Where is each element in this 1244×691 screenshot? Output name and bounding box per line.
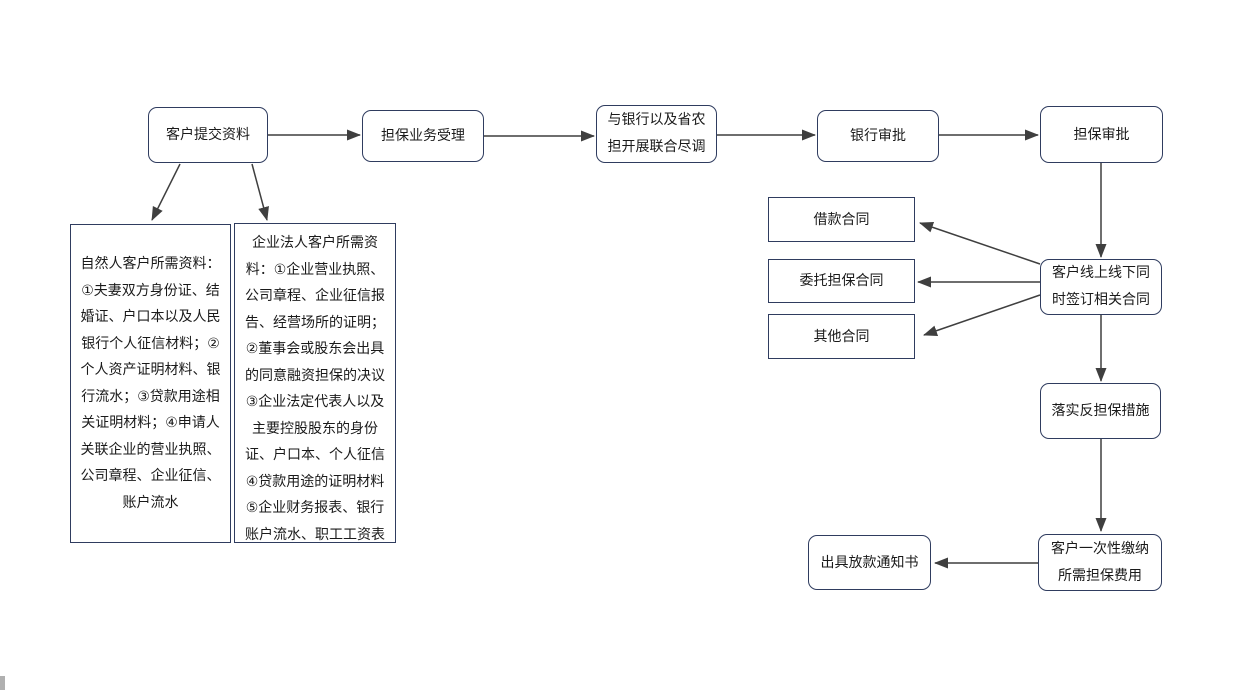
arrow-submit-to-natural xyxy=(151,163,181,221)
arrow-submit-to-enterprise xyxy=(251,163,269,221)
node-customer-submit: 客户提交资料 xyxy=(148,107,268,163)
node-pay-guarantee-fee: 客户一次性缴纳 所需担保费用 xyxy=(1038,534,1162,591)
node-bank-approval: 银行审批 xyxy=(817,110,939,162)
node-implement-counter-guarantee: 落实反担保措施 xyxy=(1040,383,1161,439)
node-guarantee-approval: 担保审批 xyxy=(1040,106,1163,163)
node-loan-contract: 借款合同 xyxy=(768,197,915,242)
textbox-natural-person-materials: 自然人客户所需资料： ①夫妻双方身份证、结 婚证、户口本以及人民 银行个人征信材… xyxy=(70,224,231,543)
node-joint-due-diligence: 与银行以及省农 担开展联合尽调 xyxy=(596,105,717,163)
page-edge-mark xyxy=(0,676,5,690)
node-loan-release-notice: 出具放款通知书 xyxy=(808,535,931,590)
node-business-accept: 担保业务受理 xyxy=(362,110,484,162)
node-entrusted-guarantee-contract: 委托担保合同 xyxy=(768,259,915,303)
node-sign-contracts: 客户线上线下同 时签订相关合同 xyxy=(1040,259,1162,315)
textbox-enterprise-materials: 企业法人客户所需资 料：①企业营业执照、 公司章程、企业征信报 告、经营场所的证… xyxy=(234,223,396,543)
arrow-sign-to-loan-contract xyxy=(919,221,1041,265)
arrow-sign-to-other-contract xyxy=(923,294,1041,336)
node-other-contract: 其他合同 xyxy=(768,314,915,359)
